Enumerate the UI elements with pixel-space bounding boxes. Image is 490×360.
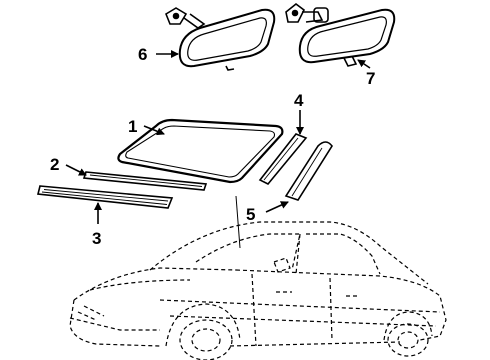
reveal-molding-upper: [82, 171, 208, 191]
windshield: [117, 118, 284, 184]
callout-2: 2: [50, 155, 59, 174]
pillar-molding-5: [284, 141, 333, 201]
callout-3: 3: [92, 229, 101, 248]
callout-7: 7: [366, 69, 375, 88]
car-wheels: [165, 303, 433, 360]
rearview-mirror-right: [285, 2, 396, 67]
pillar-molding-4: [258, 133, 308, 186]
arrow-7: [357, 59, 371, 69]
arrow-2: [65, 164, 87, 176]
callout-6: 6: [138, 45, 147, 64]
callout-labels: 1 2 3 4 5 6 7: [50, 45, 375, 248]
arrow-1: [143, 125, 165, 136]
arrow-5: [265, 201, 289, 213]
callout-4: 4: [294, 91, 304, 110]
rearview-mirror-left: [165, 7, 276, 71]
reveal-molding-lower: [37, 185, 174, 209]
callout-5: 5: [246, 205, 255, 224]
car-body: [69, 221, 447, 347]
callout-arrows: [65, 50, 371, 224]
callout-1: 1: [128, 117, 137, 136]
windshield-pointer-line: [235, 195, 241, 249]
